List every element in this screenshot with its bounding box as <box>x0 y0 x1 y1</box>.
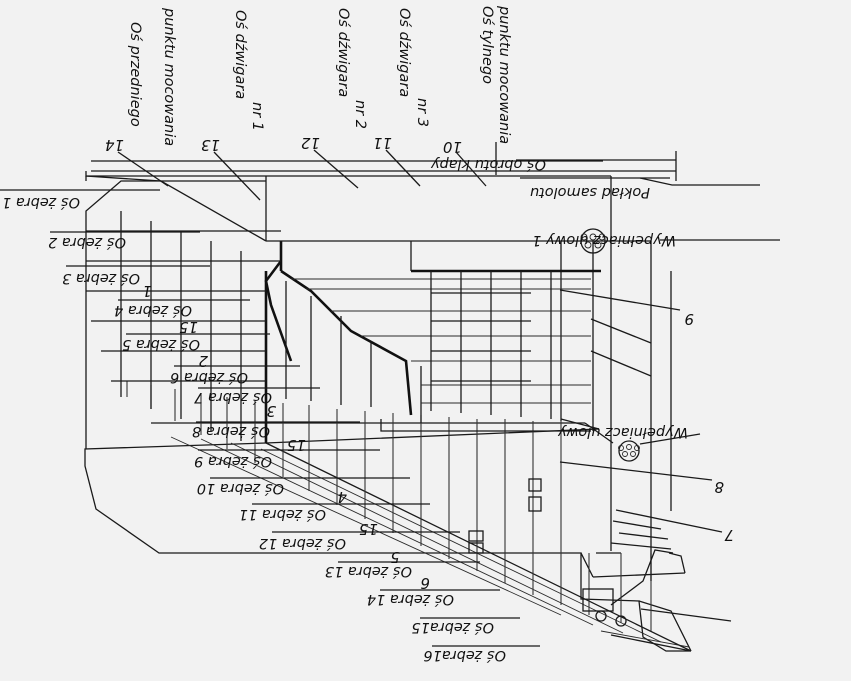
rib-label-16: Oś żebra16 <box>423 647 506 663</box>
reference-axes <box>91 151 677 181</box>
flap-axis-label: Oś obrotu klapy <box>431 156 546 172</box>
rib-label-10: Oś żebra 10 <box>197 480 284 496</box>
filler-1-label: Wypełniacz ulowy 1 <box>532 232 676 248</box>
rib-label-12: Oś żebra 12 <box>259 535 346 551</box>
rear-attach-axis-label-2: punktu mocowania <box>496 5 512 144</box>
rear-attach-axis-label: Oś tylnego <box>479 6 495 84</box>
rib-label-8: Oś żebra 8 <box>192 423 270 439</box>
rib-label-5: Oś żebra 5 <box>122 336 200 352</box>
callout-5: 5 <box>390 548 400 566</box>
honeycomb-filler-icons <box>580 228 640 462</box>
filler-label: Wypełniacz ulowy <box>558 424 688 440</box>
spar-2-axis-label-2: nr 2 <box>352 100 368 129</box>
callout-7: 7 <box>724 526 734 544</box>
callout-14: 14 <box>105 136 124 154</box>
callout-leaders <box>117 149 723 533</box>
rib-label-1: Oś żebra 1 <box>2 194 80 210</box>
spar-3-axis-label-2: nr 3 <box>414 98 430 127</box>
top-leader-lines <box>495 142 780 445</box>
spar-box <box>85 171 612 449</box>
rib-label-2: Oś żebra 2 <box>48 234 126 250</box>
callout-1: 1 <box>142 282 152 300</box>
rib-label-13: Oś żebra 13 <box>325 563 412 579</box>
spar-1-axis-label-2: nr 1 <box>249 102 265 131</box>
callout-15c: 15 <box>359 520 378 538</box>
callout-12: 12 <box>301 134 320 152</box>
spar-1-axis-label: Oś dźwigara <box>232 10 248 99</box>
rib-label-6: Oś żebra 6 <box>170 369 248 385</box>
callout-2: 2 <box>198 352 208 370</box>
callout-11: 11 <box>373 134 392 152</box>
fuselage-plane-label: Pokład samolotu <box>530 184 650 200</box>
front-attach-axis-label-2: punktu mocowania <box>161 7 177 146</box>
rib-axis-labels: Oś żebra 1 Oś żebra 2 Oś żebra 3 Oś żebr… <box>2 194 506 663</box>
callout-6: 6 <box>420 574 430 592</box>
callout-8: 8 <box>714 478 724 496</box>
callout-15a: 15 <box>179 318 198 336</box>
rib-label-4: Oś żebra 4 <box>114 302 192 318</box>
callout-4: 4 <box>337 488 347 506</box>
callout-10: 10 <box>443 138 462 156</box>
rib-label-15: Oś żebra15 <box>411 619 494 635</box>
rib-leader-lines <box>0 189 540 647</box>
top-axis-labels: Oś przedniego punktu mocowania Oś dźwiga… <box>127 5 688 440</box>
spar-2-axis-label: Oś dźwigara <box>335 8 351 97</box>
spar-3-axis-label: Oś dźwigara <box>396 8 412 97</box>
fittings <box>468 318 652 627</box>
front-attach-axis-label: Oś przedniego <box>127 22 143 127</box>
callout-15b: 15 <box>287 436 306 454</box>
callout-9: 9 <box>684 310 694 328</box>
rib-label-11: Oś żebra 11 <box>239 506 326 522</box>
aft-structure <box>264 240 672 581</box>
rib-label-3: Oś żebra 3 <box>62 270 140 286</box>
rib-label-7: Oś żebra 7 <box>193 389 272 405</box>
rib-label-9: Oś żebra 9 <box>194 453 272 469</box>
callout-3: 3 <box>266 402 276 420</box>
callout-numbers: 14 13 12 11 10 9 8 7 1 15 2 3 15 4 15 5 … <box>105 134 734 592</box>
rib-label-14: Oś żebra 14 <box>367 591 454 607</box>
callout-13: 13 <box>201 136 220 154</box>
